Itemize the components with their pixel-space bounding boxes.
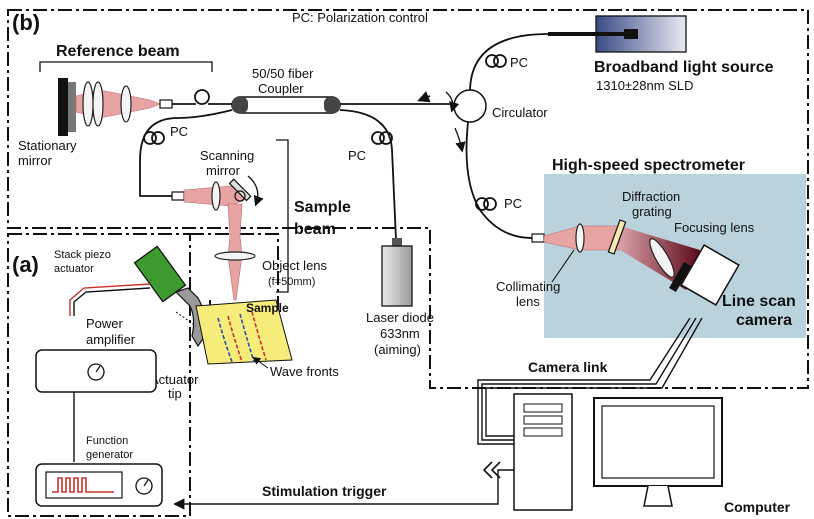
power-amp-label-2: amplifier <box>86 332 136 347</box>
stack-piezo-label-2: actuator <box>54 263 94 275</box>
laser-pc-loop <box>379 131 393 145</box>
sample-label: Sample <box>246 301 289 315</box>
panel-a-label: (a) <box>12 252 39 277</box>
broadband-spec: 1310±28nm SLD <box>596 78 693 93</box>
reference-beam-label: Reference beam <box>56 43 180 60</box>
stationary-mirror <box>58 78 68 136</box>
stationary-mirror-face <box>68 82 76 132</box>
object-lens-focal: (f=50mm) <box>268 276 315 288</box>
object-lens <box>214 251 256 261</box>
coupler-label-1: 50/50 fiber <box>252 66 314 81</box>
reference-lens-1 <box>82 81 94 127</box>
diffraction-label-2: grating <box>632 204 672 219</box>
spectrometer-collimator <box>531 233 545 243</box>
diffraction-grating <box>607 219 627 255</box>
circulator-label: Circulator <box>492 105 548 120</box>
circulator <box>453 89 487 123</box>
sample-pc-label: PC <box>170 124 188 139</box>
laser-diode <box>381 245 413 307</box>
header-note: PC: Polarization control <box>292 10 428 25</box>
scanning-mirror-label-2: mirror <box>206 163 241 178</box>
source-pc-loop <box>493 54 507 68</box>
fiber-coupler <box>231 96 341 114</box>
sample-collimating-lens <box>211 181 221 211</box>
sample-beam-bracket <box>276 139 289 293</box>
piezo-cable-red <box>69 283 151 316</box>
reference-beam-bracket <box>39 61 213 72</box>
circulator-to-spectrometer-fiber <box>465 121 533 239</box>
piezo-cable-black <box>73 287 151 316</box>
wave-fronts-label: Wave fronts <box>270 364 339 379</box>
sample-beam-label-2: beam <box>294 221 336 238</box>
reference-lens-3 <box>120 85 132 123</box>
function-gen-label-1: Function <box>86 435 128 447</box>
scanning-mirror-label-1: Scanning <box>200 148 254 163</box>
laser-label-1: Laser diode <box>366 310 434 325</box>
broadband-title: Broadband light source <box>594 59 774 76</box>
panel-b-frame <box>7 9 809 389</box>
camera-link-cable <box>477 317 691 445</box>
sample-block <box>195 299 293 365</box>
laser-label-3: (aiming) <box>374 342 421 357</box>
spectrometer-title: High-speed spectrometer <box>552 157 745 174</box>
function-gen-label-2: generator <box>86 449 133 461</box>
wave-front-2 <box>227 315 243 363</box>
object-lens-label: Object lens <box>262 258 328 273</box>
source-to-circulator-fiber <box>469 33 549 93</box>
computer-label: Computer <box>724 499 791 515</box>
scan-rotation-arrow <box>247 175 264 207</box>
stimulation-trigger-cable <box>173 469 514 510</box>
focusing-lens <box>649 238 675 278</box>
sample-pc-loop <box>151 131 165 145</box>
reference-fiber-loop <box>194 89 210 105</box>
computer-tower <box>513 393 573 511</box>
reference-lens-2 <box>92 81 104 127</box>
source-pc-label: PC <box>510 55 528 70</box>
collimating-label-1: Collimating <box>496 279 560 294</box>
stack-piezo-label-1: Stack piezo <box>54 249 111 261</box>
power-amp-label-1: Power <box>86 316 124 331</box>
spectrometer-pc-loop <box>483 197 497 211</box>
wave-front-1 <box>217 317 233 363</box>
actuator-tip-label-2: tip <box>168 386 182 401</box>
wave-front-4 <box>251 311 267 361</box>
coupler-label-2: Coupler <box>258 81 304 96</box>
sample-arm-fiber <box>139 109 233 197</box>
actuator-tip-label-1: Actuator <box>150 372 199 387</box>
stationary-mirror-label-2: mirror <box>18 153 53 168</box>
laser-pc-label: PC <box>348 148 366 163</box>
collimating-lens <box>575 223 585 253</box>
sample-collimator <box>171 191 185 201</box>
trigger-connector <box>482 461 501 479</box>
spectrometer-pc-label: PC <box>504 196 522 211</box>
panel-b-label: (b) <box>12 10 40 35</box>
stimulation-trigger-label: Stimulation trigger <box>262 483 387 499</box>
laser-label-2: 633nm <box>380 326 420 341</box>
line-scan-label-2: camera <box>736 312 792 329</box>
stack-piezo-actuator <box>133 245 187 303</box>
line-scan-label-1: Line scan <box>722 293 796 310</box>
monitor-stand <box>643 485 673 507</box>
laser-fiber <box>339 109 397 241</box>
collimating-label-2: lens <box>516 294 540 309</box>
panel-a-frame <box>7 233 191 517</box>
focusing-lens-label: Focusing lens <box>674 220 755 235</box>
stationary-mirror-label-1: Stationary <box>18 138 77 153</box>
line-scan-camera <box>680 244 740 306</box>
actuator-tip <box>174 287 207 348</box>
reference-collimator <box>159 99 173 109</box>
computer-screen <box>601 405 715 479</box>
sample-beam-label-1: Sample <box>294 199 351 216</box>
camera-link-label: Camera link <box>528 359 608 375</box>
diffraction-label-1: Diffraction <box>622 189 680 204</box>
burst-waveform <box>52 477 114 493</box>
